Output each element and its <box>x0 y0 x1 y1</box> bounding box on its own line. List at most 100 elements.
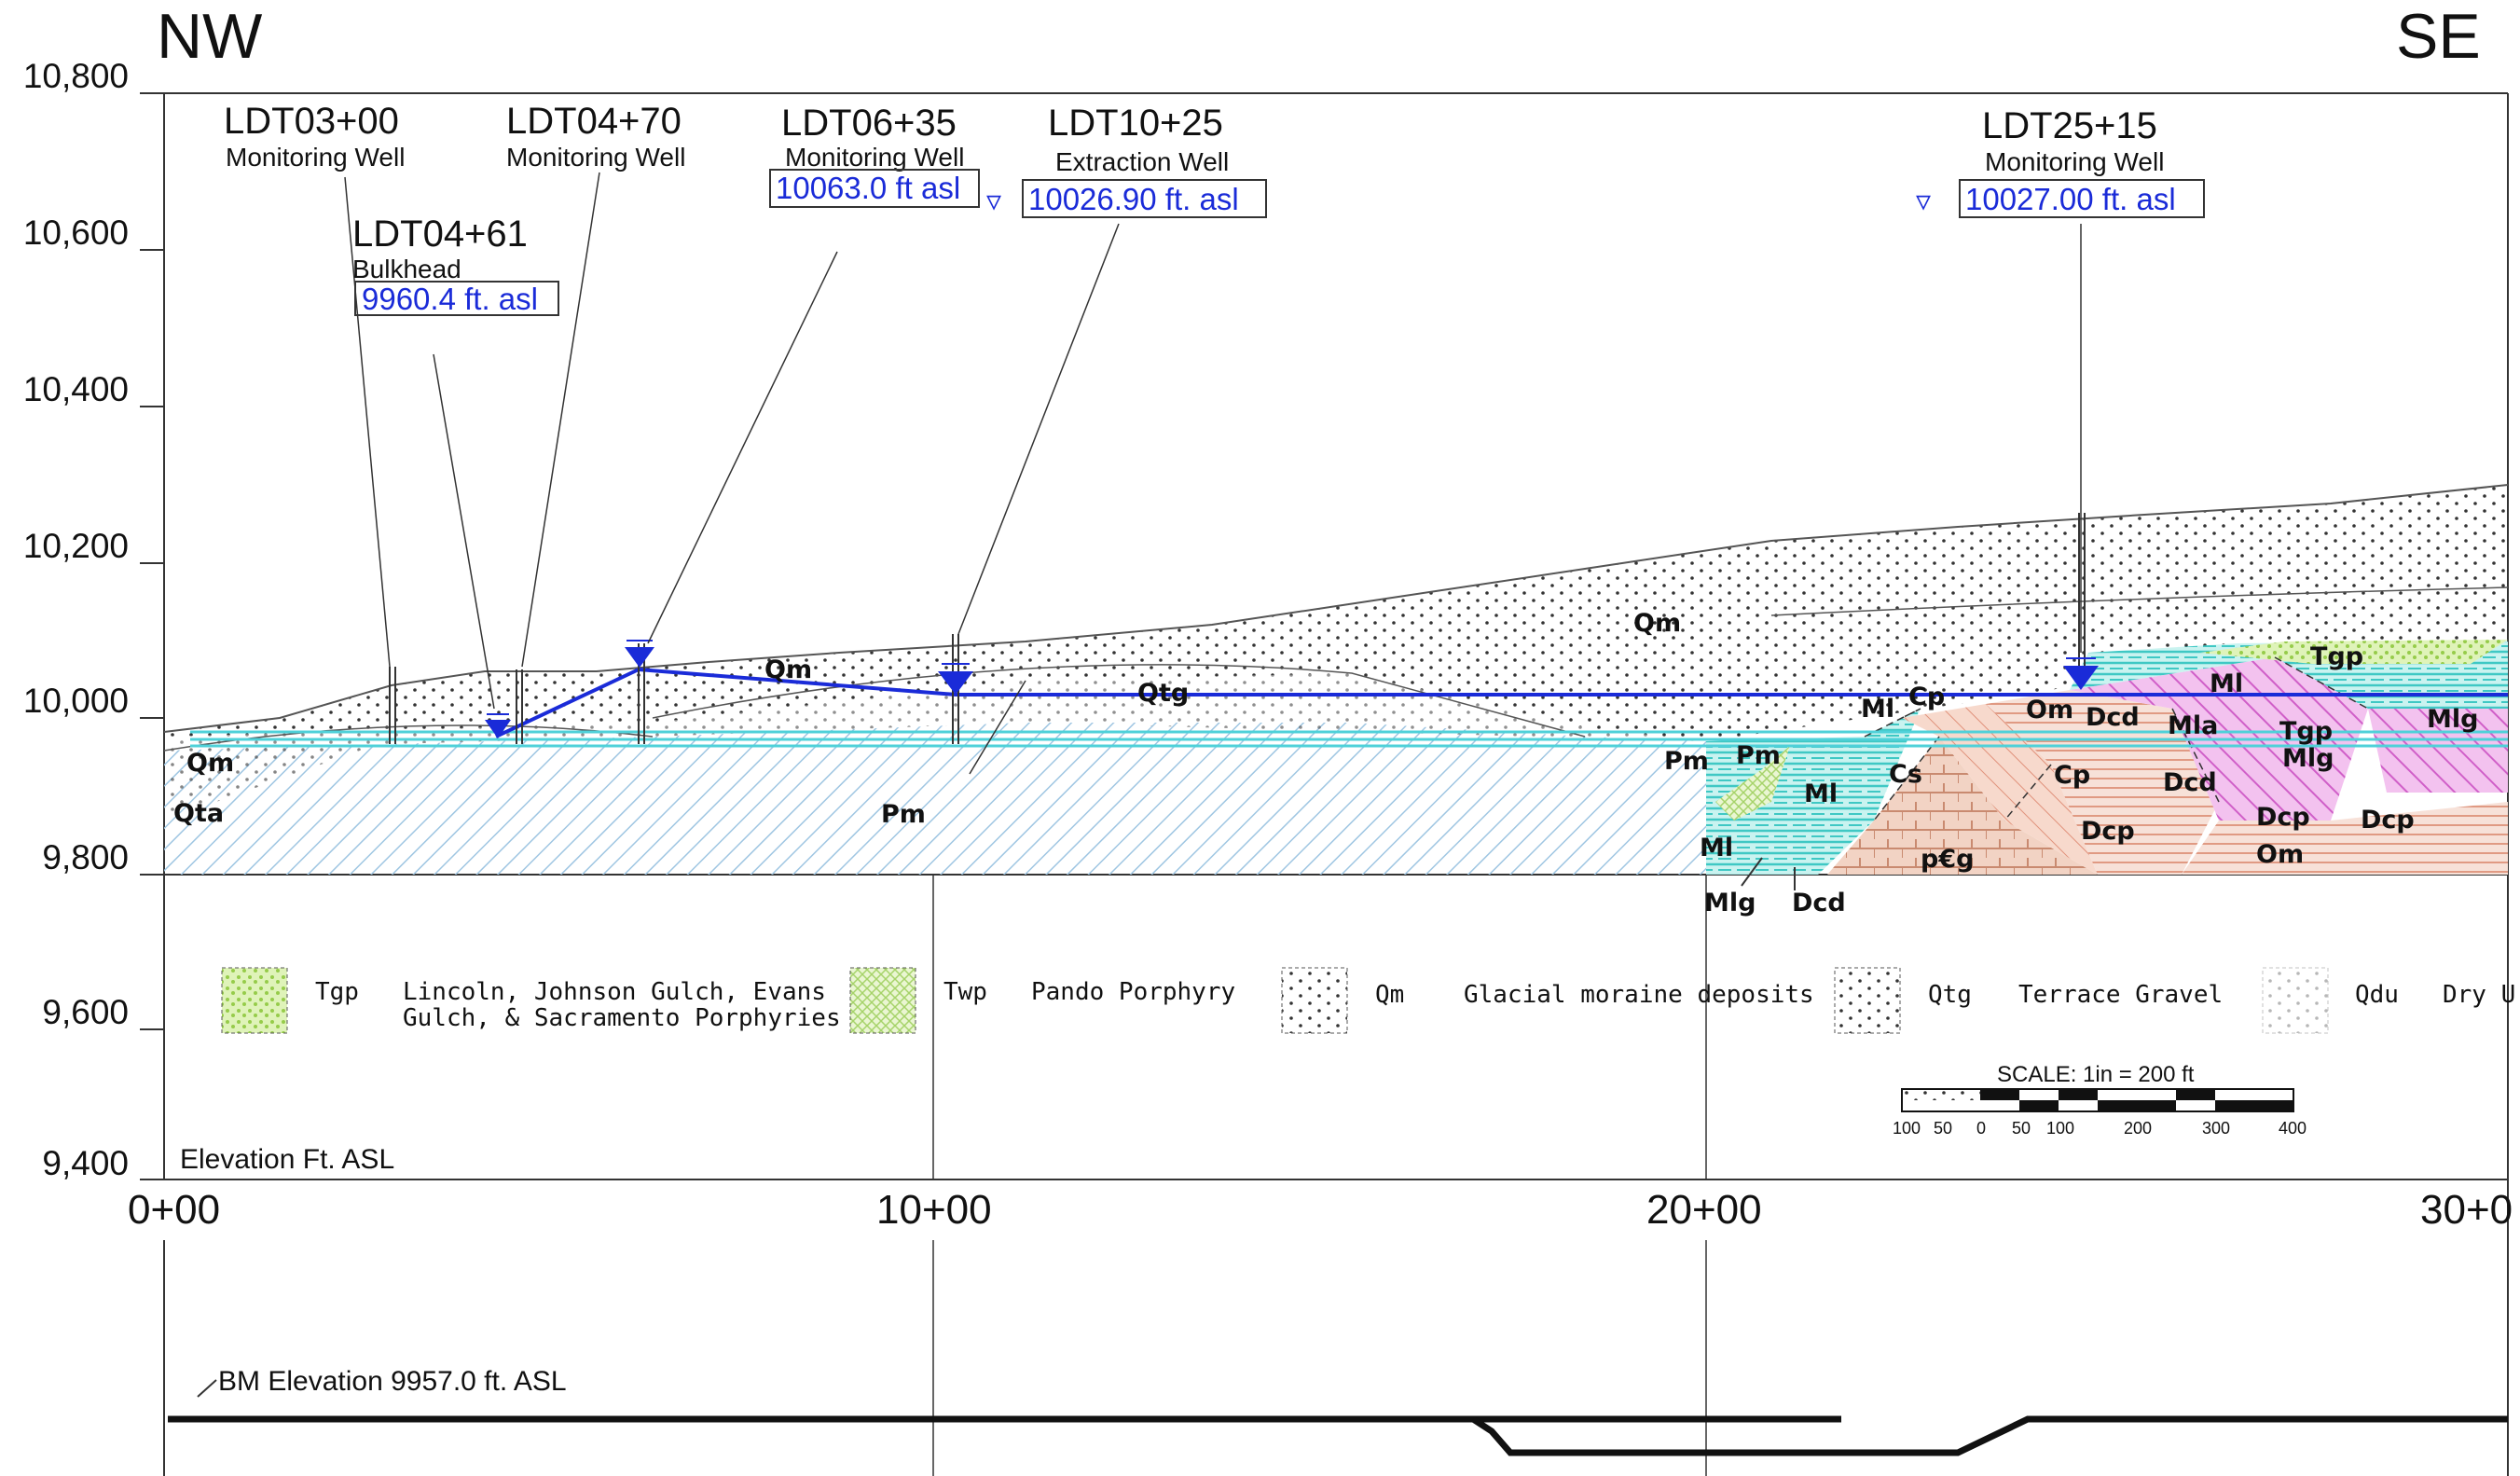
svg-text:Qm: Qm <box>1633 609 1681 638</box>
direction-se: SE <box>2396 1 2481 72</box>
svg-text:Gulch, & Sacramento Porphyries: Gulch, & Sacramento Porphyries <box>403 1004 841 1032</box>
ytick-10200: 10,200 <box>23 527 129 565</box>
svg-text:Qtg: Qtg <box>1137 679 1189 708</box>
svg-text:300: 300 <box>2202 1119 2230 1138</box>
svg-text:p€g: p€g <box>1921 845 1974 874</box>
svg-text:Ml: Ml <box>2210 669 2243 698</box>
svg-text:10027.00 ft. asl: 10027.00 ft. asl <box>1965 182 2176 216</box>
unit-pcg-area <box>1827 737 2098 875</box>
ytick-10600: 10,600 <box>23 214 129 252</box>
svg-text:LDT03+00: LDT03+00 <box>224 101 399 142</box>
svg-text:Qtg: Qtg <box>1928 981 1972 1009</box>
svg-text:Tgp: Tgp <box>2279 717 2333 746</box>
svg-text:LDT04+70: LDT04+70 <box>506 101 682 142</box>
svg-text:50: 50 <box>1934 1119 1952 1138</box>
xtick-30: 30+0 <box>2420 1187 2513 1233</box>
svg-text:LDT25+15: LDT25+15 <box>1982 105 2157 146</box>
svg-text:Dcd: Dcd <box>2163 768 2217 797</box>
svg-text:Dcp: Dcp <box>2081 817 2135 846</box>
svg-text:400: 400 <box>2279 1119 2307 1138</box>
svg-text:Cp: Cp <box>2054 761 2090 790</box>
svg-text:Mlg: Mlg <box>2282 744 2334 773</box>
svg-text:LDT06+35: LDT06+35 <box>781 103 957 144</box>
svg-text:Ml: Ml <box>1861 695 1894 724</box>
unit-dcd-right <box>2368 709 2508 793</box>
svg-text:Pm: Pm <box>881 800 926 829</box>
unit-ml-area <box>1706 709 1921 875</box>
svg-text:Cs: Cs <box>1889 760 1922 789</box>
well-label-ldt0470: LDT04+70 Monitoring Well <box>506 101 685 172</box>
legend-swatch-twp <box>849 967 916 1034</box>
svg-text:9960.4 ft. asl: 9960.4 ft. asl <box>362 282 538 316</box>
legend-swatch-tgp <box>221 967 288 1034</box>
unit-pm-green <box>1715 746 1790 821</box>
ytick-10000: 10,000 <box>23 682 129 720</box>
ytick-9800: 9,800 <box>42 838 129 876</box>
svg-text:10026.90 ft. asl: 10026.90 ft. asl <box>1028 182 1239 216</box>
well-label-ldt0300: LDT03+00 Monitoring Well <box>224 101 405 172</box>
svg-text:Qta: Qta <box>173 799 224 828</box>
svg-text:Om: Om <box>2026 696 2073 724</box>
svg-text:Dcd: Dcd <box>1792 889 1846 917</box>
svg-text:SCALE: 1in = 200 ft: SCALE: 1in = 200 ft <box>1997 1062 2195 1087</box>
unit-om-area <box>1986 690 2219 875</box>
water-level-icon: ▿ <box>986 184 1001 217</box>
legend-swatch-qtg <box>1834 967 1901 1034</box>
svg-text:Monitoring Well: Monitoring Well <box>785 143 964 172</box>
svg-text:Twp: Twp <box>943 978 987 1006</box>
well-label-ldt2515: LDT25+15 Monitoring Well ▿ 10027.00 ft. … <box>1916 105 2205 218</box>
legend-swatch-qm <box>1281 967 1348 1034</box>
x-axis-ticks: 0+00 10+00 20+00 30+0 <box>128 1187 2513 1233</box>
svg-text:0: 0 <box>1976 1119 1986 1138</box>
svg-text:Lincoln, Johnson Gulch, Evans: Lincoln, Johnson Gulch, Evans <box>403 978 826 1006</box>
unit-labels: Qm Qta Qm Qtg Pm Qm Pm Pm Ml Ml Ml Cp Cs… <box>173 609 2478 917</box>
svg-text:Qm: Qm <box>764 655 812 684</box>
svg-text:Bulkhead: Bulkhead <box>352 255 461 283</box>
svg-text:Dcp: Dcp <box>2256 803 2310 832</box>
svg-text:Mla: Mla <box>2168 711 2218 740</box>
svg-text:Monitoring Well: Monitoring Well <box>1985 147 2164 176</box>
svg-text:Ml: Ml <box>1700 834 1733 862</box>
svg-text:Monitoring Well: Monitoring Well <box>506 143 685 172</box>
svg-text:Dry U: Dry U <box>2443 981 2515 1009</box>
svg-text:Qdu: Qdu <box>2355 981 2399 1009</box>
svg-text:Pando Porphyry: Pando Porphyry <box>1031 978 1235 1006</box>
svg-text:Tgp: Tgp <box>2310 642 2363 671</box>
svg-text:Qm: Qm <box>1375 981 1404 1009</box>
water-level-icon: ▿ <box>1916 184 1931 217</box>
xtick-0: 0+00 <box>128 1187 220 1233</box>
svg-text:Pm: Pm <box>1736 741 1781 770</box>
ytick-9600: 9,600 <box>42 993 129 1031</box>
ytick-10400: 10,400 <box>23 370 129 408</box>
leader-lines <box>344 172 2082 775</box>
svg-text:Tgp: Tgp <box>315 978 359 1006</box>
scale-bar: SCALE: 1in = 200 ft 100 50 0 50 100 200 … <box>1893 1062 2307 1138</box>
svg-text:100: 100 <box>1893 1119 1921 1138</box>
svg-text:Extraction Well: Extraction Well <box>1055 147 1229 176</box>
benchmark-profile: BM Elevation 9957.0 ft. ASL <box>168 1366 2508 1456</box>
direction-nw: NW <box>157 1 262 72</box>
y-axis-ticks: 10,800 10,600 10,400 10,200 10,000 9,800… <box>23 57 129 1182</box>
well-label-ldt0461: LDT04+61 Bulkhead 9960.4 ft. asl <box>352 214 559 316</box>
svg-text:100: 100 <box>2046 1119 2074 1138</box>
svg-text:BM Elevation 9957.0 ft. ASL: BM Elevation 9957.0 ft. ASL <box>218 1366 567 1397</box>
unit-qta-area <box>164 746 373 821</box>
well-label-ldt0635: LDT06+35 Monitoring Well 10063.0 ft asl <box>769 103 980 208</box>
unit-om-lower <box>2182 802 2508 875</box>
unit-tgp-area <box>2200 640 2508 664</box>
svg-text:50: 50 <box>2012 1119 2031 1138</box>
svg-text:Dcp: Dcp <box>2361 806 2415 835</box>
svg-text:Mlg: Mlg <box>2427 705 2478 734</box>
svg-text:LDT04+61: LDT04+61 <box>352 214 528 255</box>
well-label-ldt1025: LDT10+25 Extraction Well ▿ 10026.90 ft. … <box>986 103 1267 218</box>
svg-text:Om: Om <box>2256 840 2304 869</box>
xtick-20: 20+00 <box>1646 1187 1762 1233</box>
svg-text:Ml: Ml <box>1804 779 1838 808</box>
svg-text:Glacial moraine deposits: Glacial moraine deposits <box>1464 981 1814 1009</box>
unit-pm-area <box>164 723 1706 875</box>
legend: Tgp Lincoln, Johnson Gulch, Evans Gulch,… <box>221 967 2515 1034</box>
svg-text:Cp: Cp <box>1908 683 1945 711</box>
xtick-10: 10+00 <box>876 1187 992 1233</box>
svg-text:Monitoring Well: Monitoring Well <box>226 143 405 172</box>
